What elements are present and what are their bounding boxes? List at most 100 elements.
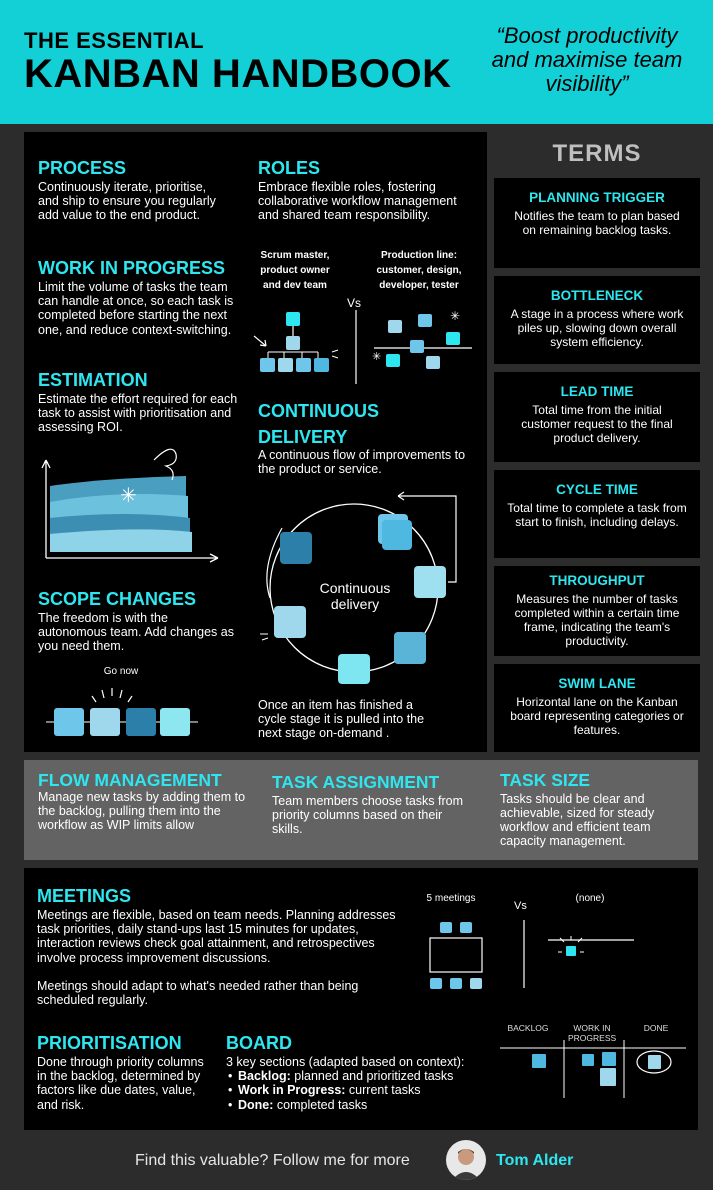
term-desc: Measures the number of tasks completed w…: [514, 592, 680, 648]
estimation-text: Estimate the effort required for each ta…: [38, 392, 238, 435]
roles-vs: Vs: [347, 296, 362, 310]
term-desc: Horizontal lane on the Kanban board repr…: [510, 695, 684, 737]
term-desc: Total time to complete a task from start…: [507, 501, 687, 529]
term-title: THROUGHPUT: [549, 573, 645, 588]
avatar[interactable]: [446, 1140, 486, 1180]
prioritisation-title: PRIORITISATION: [37, 1033, 182, 1053]
task-size-title: TASK SIZE: [500, 770, 591, 790]
flow-management-text: Manage new tasks by adding them to the b…: [38, 790, 246, 832]
board-intro: 3 key sections (adapted based on context…: [226, 1055, 465, 1069]
meeting-box: [440, 922, 452, 933]
task-assignment-title: TASK ASSIGNMENT: [272, 772, 440, 792]
meetings-left-label: 5 meetings: [426, 893, 476, 904]
board-list-item: Done: completed tasks: [226, 1098, 492, 1112]
role-box: [314, 358, 329, 372]
board-card: [532, 1054, 546, 1068]
role-box: [426, 356, 440, 369]
cd-cycle-illustration: [260, 491, 457, 684]
meetings-text-2: Meetings should adapt to what's needed r…: [37, 979, 359, 1008]
title-line-1: THE ESSENTIAL: [24, 28, 205, 53]
task-size-text: Tasks should be clear and achievable, si…: [500, 792, 655, 848]
board-item-text: planned and prioritized tasks: [290, 1069, 454, 1084]
roles-text: Embrace flexible roles, fostering collab…: [258, 180, 457, 223]
cycle-box: [414, 566, 446, 598]
cd-title: CONTINUOUS DELIVERY: [258, 398, 379, 450]
role-box: [278, 358, 293, 372]
term-desc: Total time from the initial customer req…: [521, 403, 673, 445]
board-item-label: Done:: [238, 1097, 274, 1112]
task-assignment-text: Team members choose tasks from priority …: [272, 794, 464, 836]
scope-text: The freedom is with the autonomous team.…: [38, 611, 234, 654]
term-title: PLANNING TRIGGER: [529, 190, 665, 205]
meetings-text-1: Meetings are flexible, based on team nee…: [37, 908, 396, 965]
cd-title-line-1: CONTINUOUS: [258, 401, 379, 421]
term-title: CYCLE TIME: [556, 482, 638, 497]
meeting-box: [566, 946, 576, 956]
term-lead-time: LEAD TIME Total time from the initial cu…: [494, 372, 700, 462]
role-box: [410, 340, 424, 353]
svg-text:✳: ✳: [372, 351, 381, 363]
footer-text: Find this valuable? Follow me for more: [135, 1152, 410, 1169]
scope-title: SCOPE CHANGES: [38, 589, 197, 609]
cycle-box: [382, 520, 412, 550]
scope-box: [90, 708, 120, 736]
cycle-box: [280, 532, 312, 564]
board-item-text: current tasks: [345, 1083, 421, 1098]
board-card: [602, 1052, 616, 1066]
roles-title: ROLES: [258, 158, 321, 178]
scope-box: [54, 708, 84, 736]
board-card: [582, 1054, 594, 1066]
meetings-vs: Vs: [514, 900, 527, 912]
flow-management-title: FLOW MANAGEMENT: [38, 770, 222, 790]
process-title: PROCESS: [38, 158, 127, 178]
board-col-backlog: BACKLOG: [507, 1023, 549, 1033]
role-box: [446, 332, 460, 345]
meetings-right-label: (none): [575, 893, 605, 904]
cycle-box: [394, 632, 426, 664]
board-card: [648, 1055, 661, 1069]
term-title: BOTTLENECK: [550, 288, 644, 303]
role-box: [286, 312, 300, 326]
board-title: BOARD: [226, 1033, 292, 1053]
term-title: SWIM LANE: [558, 676, 636, 691]
cd-title-line-2: DELIVERY: [258, 427, 348, 447]
meeting-box: [460, 922, 472, 933]
cd-text: A continuous flow of improvements to the…: [258, 448, 466, 477]
wip-title: WORK IN PROGRESS: [38, 258, 226, 278]
board-item-label: Work in Progress:: [238, 1083, 346, 1098]
roles-left-label: Scrum master, product owner and dev team: [260, 250, 330, 291]
meeting-box: [430, 978, 442, 989]
role-box: [388, 320, 402, 333]
roles-illustration: ✳ ✳: [253, 309, 472, 384]
term-desc: Notifies the team to plan based on remai…: [514, 209, 680, 237]
middle-band: FLOW MANAGEMENT Manage new tasks by addi…: [24, 760, 698, 860]
board-col-wip: WORK IN PROGRESS: [568, 1023, 617, 1043]
board-section: 3 key sections (adapted based on context…: [226, 1055, 492, 1112]
term-throughput: THROUGHPUT Measures the number of tasks …: [494, 566, 700, 656]
board-col-done: DONE: [643, 1023, 669, 1033]
board-illustration: [500, 1040, 686, 1098]
author-photo-icon: [452, 1149, 480, 1180]
go-now-label: Go now: [103, 666, 139, 677]
author-name[interactable]: Tom Alder: [496, 1152, 574, 1169]
term-bottleneck: BOTTLENECK A stage in a process where wo…: [494, 276, 700, 364]
prioritisation-text: Done through priority columns in the bac…: [37, 1055, 204, 1112]
role-box: [296, 358, 311, 372]
header-quote: “Boost productivity and maximise team vi…: [491, 23, 683, 96]
term-desc: A stage in a process where work piles up…: [510, 307, 684, 349]
meeting-box: [450, 978, 462, 989]
board-card: [600, 1068, 616, 1086]
term-swim-lane: SWIM LANE Horizontal lane on the Kanban …: [494, 664, 700, 752]
role-box: [418, 314, 432, 327]
meetings-title: MEETINGS: [37, 886, 132, 906]
role-box: [260, 358, 275, 372]
estimation-title: ESTIMATION: [38, 370, 148, 390]
board-list: Backlog: planned and prioritized tasks W…: [226, 1069, 492, 1112]
role-box: [286, 336, 300, 350]
title-line-2: KANBAN HANDBOOK: [24, 52, 452, 96]
cycle-box: [274, 606, 306, 638]
cycle-box: [338, 654, 370, 684]
scope-box: [160, 708, 190, 736]
meetings-illustration: [429, 920, 634, 989]
term-planning-trigger: PLANNING TRIGGER Notifies the team to pl…: [494, 178, 700, 268]
